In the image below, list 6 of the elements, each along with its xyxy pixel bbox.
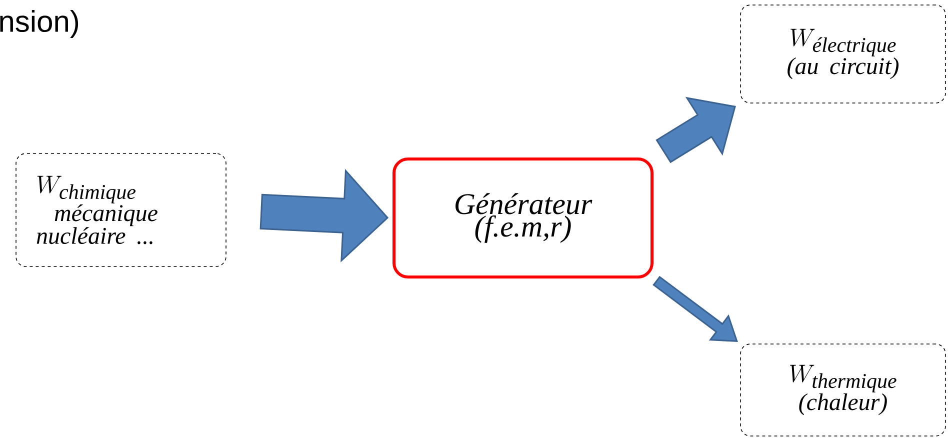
energy-box: $W_{\textit{chimique}}$ mécanique nucléaire ...: [16, 153, 226, 267]
energy-box: $W_{\textit{thermique}}$ (chaleur): [740, 344, 946, 436]
cut-off-text: nsion): [0, 10, 78, 38]
energy-box: $W_{\textit{électrique}}$ (au circuit): [740, 4, 946, 104]
generator-box: Générateur (f.e.m,r): [392, 158, 654, 278]
block-arrow: [260, 168, 389, 262]
